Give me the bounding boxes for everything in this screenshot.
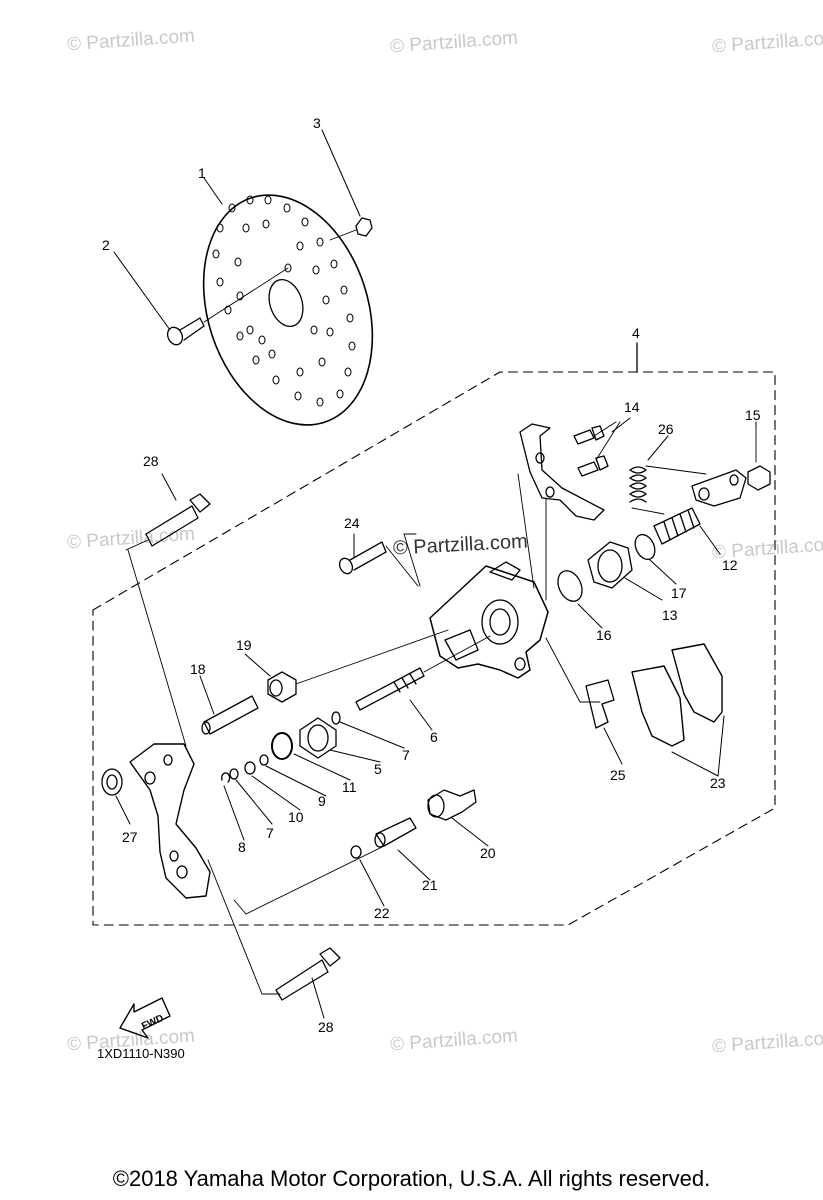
callout-6: 6 — [430, 729, 438, 745]
callout-25: 25 — [610, 767, 626, 783]
assembly-outline — [92, 371, 776, 926]
copyright-notice: ©2018 Yamaha Motor Corporation, U.S.A. A… — [112, 1166, 711, 1191]
disc-nut — [329, 217, 373, 241]
adjuster-screw — [653, 507, 701, 545]
callout-5: 5 — [374, 761, 382, 777]
callout-26: 26 — [658, 421, 674, 437]
callout-7: 7 — [266, 825, 274, 841]
callout-28: 28 — [143, 453, 159, 469]
callout-9: 9 — [318, 793, 326, 809]
callout-10: 10 — [288, 809, 304, 825]
caliper-pin — [374, 817, 417, 848]
circlip — [221, 772, 231, 783]
callout-22: 22 — [374, 905, 390, 921]
callout-15: 15 — [745, 407, 761, 423]
callout-1: 1 — [198, 165, 206, 181]
callout-21: 21 — [422, 877, 438, 893]
adjuster-nut — [587, 541, 633, 589]
callout-27: 27 — [122, 829, 138, 845]
bracket-bolt-upper — [125, 493, 211, 551]
piston — [299, 717, 337, 759]
callout-16: 16 — [596, 627, 612, 643]
callout-7: 7 — [402, 747, 410, 763]
callout-8: 8 — [238, 839, 246, 855]
callout-28: 28 — [318, 1019, 334, 1035]
bracket-bolt-lower — [275, 947, 341, 1001]
piston-seal — [271, 732, 293, 760]
callout-18: 18 — [190, 661, 206, 677]
o-ring — [244, 761, 256, 775]
clip-ring — [350, 845, 362, 859]
diagram-code: 1XD1110-N390 — [97, 1046, 185, 1061]
washer — [229, 768, 239, 780]
callout-13: 13 — [662, 607, 678, 623]
pad-spring-clip — [585, 679, 615, 729]
caliper-boot — [427, 789, 477, 821]
callout-14: 14 — [624, 399, 640, 415]
guide-pin — [201, 695, 259, 735]
callout-3: 3 — [313, 115, 321, 131]
parking-bracket — [519, 423, 605, 521]
bushing — [101, 768, 123, 796]
callout-17: 17 — [671, 585, 687, 601]
callout-12: 12 — [722, 557, 738, 573]
callout-19: 19 — [236, 637, 252, 653]
brake-pad-inner — [631, 665, 685, 747]
brake-pad-outer — [671, 643, 723, 723]
callout-leaders — [113, 129, 757, 1019]
brake-disc — [202, 194, 374, 426]
bracket-bolt — [573, 425, 609, 477]
pin-boot — [267, 629, 449, 703]
lever-nut — [747, 425, 771, 491]
o-ring-small — [634, 533, 656, 561]
return-spring — [629, 465, 707, 515]
disc-bolt — [166, 267, 289, 346]
parking-lever — [691, 469, 747, 507]
washer — [331, 711, 341, 725]
callout-23: 23 — [710, 775, 726, 791]
dust-seal — [259, 754, 269, 766]
caliper-body — [429, 561, 549, 679]
slide-pin — [355, 635, 491, 711]
callout-2: 2 — [102, 237, 110, 253]
caliper-bolt — [338, 541, 419, 587]
callout-4: 4 — [632, 325, 640, 341]
assembly-lines — [127, 421, 621, 995]
forward-arrow-icon: FWD — [119, 997, 171, 1039]
callout-20: 20 — [480, 845, 496, 861]
o-ring-large — [557, 570, 583, 602]
callout-24: 24 — [344, 515, 360, 531]
caliper-bracket — [129, 743, 211, 899]
fwd-arrow-label: FWD — [140, 1013, 165, 1033]
callout-11: 11 — [342, 779, 357, 795]
